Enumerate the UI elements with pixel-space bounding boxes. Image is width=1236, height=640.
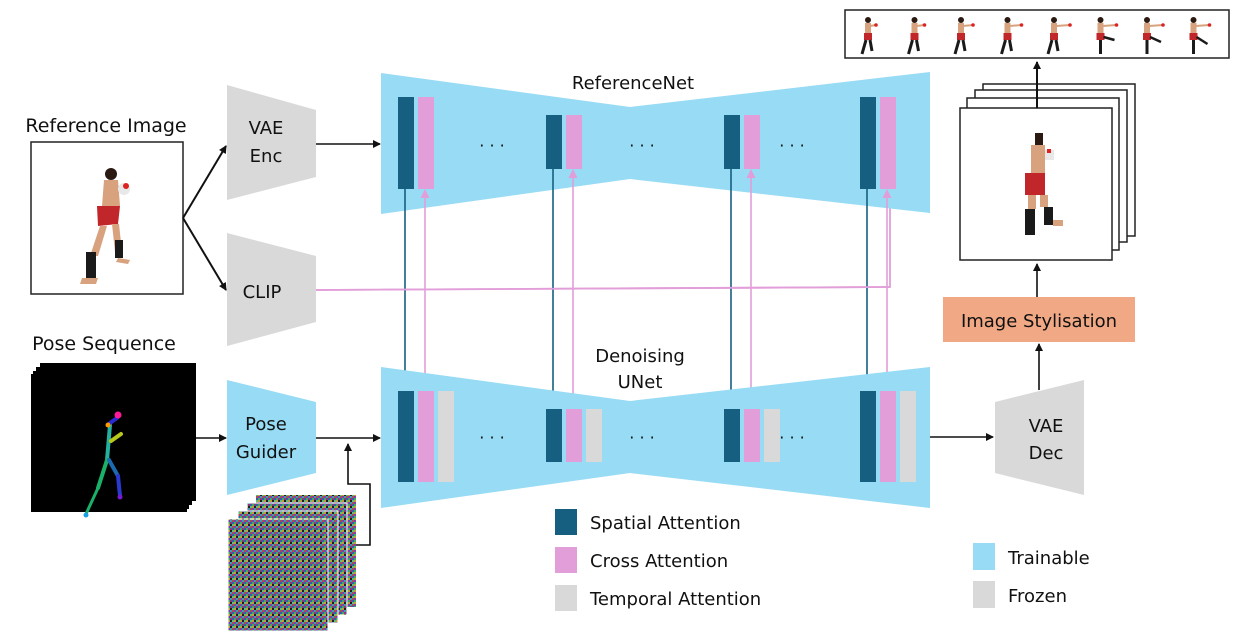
unet-ellipsis-2: · · · [629, 428, 654, 447]
vae-dec-label-2: Dec [1029, 443, 1064, 464]
output-frame [860, 17, 878, 55]
vae-enc-label-1: VAE [249, 118, 284, 139]
output-frame [953, 17, 975, 55]
referencenet-blocks [398, 97, 896, 189]
output-frame [1000, 17, 1024, 55]
ref-spatial-attention-block [724, 115, 740, 169]
output-frame [1046, 17, 1072, 55]
unet-temporal-attention-block [764, 409, 780, 462]
denoising-unet: Denoising UNet [381, 346, 930, 508]
unet-spatial-attention-block [398, 391, 414, 482]
output-frame [1096, 17, 1119, 54]
legend-swatch [555, 547, 577, 573]
boxer-figure [80, 168, 130, 284]
unet-cross-attention-block [418, 391, 434, 482]
unet-temporal-attention-block [900, 391, 916, 482]
image-stylisation-label: Image Stylisation [961, 311, 1117, 332]
vae-enc-label-2: Enc [250, 146, 283, 167]
ref-spatial-attention-block [398, 97, 414, 189]
stylised-boxer [1025, 133, 1063, 235]
reference-image-label: Reference Image [25, 115, 186, 137]
output-sequence-strip [844, 9, 1230, 59]
ref-cross-attention-block [566, 115, 582, 169]
arrow-noise-to-unet [344, 443, 371, 546]
pose-guider-label-1: Pose [245, 414, 287, 435]
legend-label: Trainable [1007, 548, 1090, 569]
unet-spatial-attention-block [546, 409, 562, 462]
arrow-ref-to-vae [182, 145, 227, 219]
referencenet: ReferenceNet [381, 72, 930, 214]
legend-label: Temporal Attention [589, 589, 761, 610]
vae-encoder: VAE Enc [227, 85, 316, 200]
referencenet-ellipsis-2: · · · [629, 136, 654, 155]
denoising-unet-label-1: Denoising [595, 346, 685, 367]
clip-line-horizontal [315, 286, 891, 291]
legend-swatch [973, 581, 995, 608]
unet-temporal-attention-block [586, 409, 602, 462]
ref-cross-attention-block [880, 97, 896, 189]
output-frame-stack [959, 83, 1136, 261]
output-frame [1143, 17, 1165, 54]
unet-cross-attention-block [566, 409, 582, 462]
reference-image [30, 141, 184, 295]
pose-sequence-label: Pose Sequence [32, 333, 176, 355]
legend-label: Frozen [1008, 586, 1067, 607]
unet-ellipsis-3: · · · [779, 428, 804, 447]
vae-decoder: VAE Dec [995, 380, 1084, 495]
ref-cross-attention-block [418, 97, 434, 189]
ref-spatial-attention-block [546, 115, 562, 169]
referencenet-label: ReferenceNet [572, 73, 694, 94]
clip-label: CLIP [243, 282, 282, 303]
unet-ellipsis-1: · · · [479, 428, 504, 447]
image-stylisation: Image Stylisation [943, 297, 1135, 342]
referencenet-ellipsis-1: · · · [479, 136, 504, 155]
output-frame [907, 17, 927, 55]
legend-swatch [555, 585, 577, 611]
unet-cross-attention-block [880, 391, 896, 482]
unet-cross-attention-block [744, 409, 760, 462]
ref-spatial-attention-block [860, 97, 876, 189]
unet-blocks [398, 391, 916, 482]
arrow-ref-to-clip [182, 217, 227, 291]
denoising-unet-label-2: UNet [618, 372, 663, 393]
unet-spatial-attention-block [860, 391, 876, 482]
noise-latents [227, 495, 356, 632]
legend-swatch [973, 543, 995, 570]
unet-temporal-attention-block [438, 391, 454, 482]
ref-cross-attention-block [744, 115, 760, 169]
legend-label: Spatial Attention [590, 513, 741, 534]
pose-sequence [31, 363, 196, 518]
referencenet-ellipsis-3: · · · [779, 136, 804, 155]
legend-swatch [555, 509, 577, 535]
legend-label: Cross Attention [590, 551, 728, 572]
unet-spatial-attention-block [724, 409, 740, 462]
pose-guider: Pose Guider [227, 380, 316, 495]
vae-dec-label-1: VAE [1029, 416, 1064, 437]
output-frame [1189, 17, 1212, 54]
clip-encoder: CLIP [227, 233, 316, 346]
pose-skeleton [83, 411, 123, 518]
pose-guider-label-2: Guider [236, 442, 297, 463]
